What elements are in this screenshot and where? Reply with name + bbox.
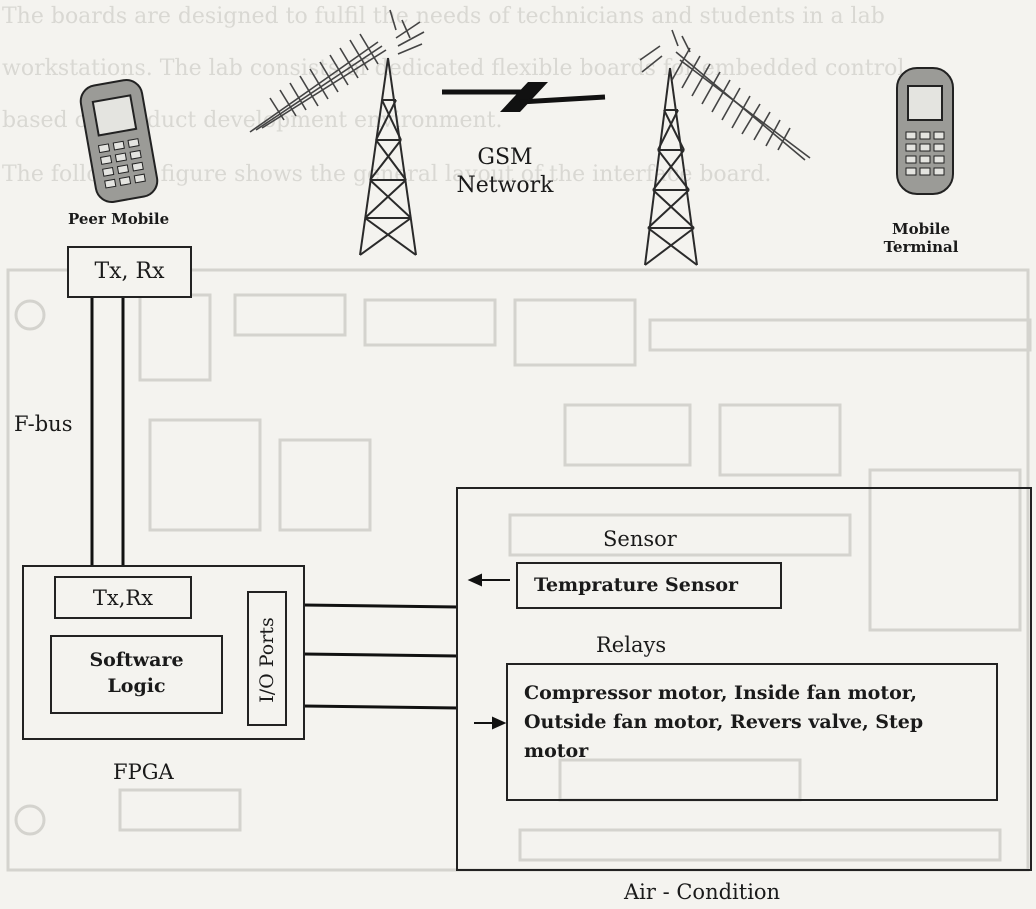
relays-box: Compressor motor, Inside fan motor, Outs… <box>506 663 998 801</box>
software-logic-label: Software Logic <box>52 647 221 699</box>
mobile-terminal-label-line-2: Terminal <box>883 238 959 256</box>
io-ports-box: I/O Ports <box>247 591 287 726</box>
temperature-sensor-box: Temprature Sensor <box>516 562 782 609</box>
ghost-text-line-1: The boards are designed to fulfil the ne… <box>2 4 885 29</box>
relays-title: Relays <box>596 633 667 657</box>
f-bus-lines <box>90 298 125 567</box>
io-connection-lines <box>302 603 459 710</box>
peer-txrx-box: Tx, Rx <box>67 246 192 298</box>
mobile-terminal-label: Mobile Terminal <box>882 220 960 256</box>
software-logic-box: Software Logic <box>50 635 223 714</box>
relays-line-3: motor <box>524 740 589 762</box>
left-tower-icon <box>359 57 417 256</box>
fpga-txrx-box: Tx,Rx <box>54 576 192 619</box>
software-label: Software <box>89 649 184 671</box>
right-tower-icon <box>644 67 698 266</box>
io-ports-label: I/O Ports <box>256 617 278 703</box>
sensor-title: Sensor <box>603 527 677 551</box>
mobile-terminal-label-line-1: Mobile <box>891 220 951 238</box>
peer-txrx-label: Tx, Rx <box>94 259 165 284</box>
fpga-txrx-label: Tx,Rx <box>92 586 154 610</box>
relays-text: Compressor motor, Inside fan motor, Outs… <box>524 679 923 766</box>
arrow-icon <box>467 573 510 730</box>
relays-line-1: Compressor motor, Inside fan motor, <box>524 682 918 704</box>
gsm-network-label: GSM Network <box>455 144 555 200</box>
network-label: Network <box>456 173 554 198</box>
peer-mobile-phone-icon <box>79 79 159 203</box>
lightning-link-icon <box>442 82 606 112</box>
peer-mobile-label: Peer Mobile <box>68 210 170 228</box>
air-condition-box: Sensor Temprature Sensor Relays Compress… <box>456 487 1032 871</box>
f-bus-label: F-bus <box>14 412 73 436</box>
temperature-sensor-label: Temprature Sensor <box>534 574 739 596</box>
mobile-terminal-phone-icon <box>896 67 954 195</box>
left-tower-signal <box>249 9 425 133</box>
fpga-box: Tx,Rx Software Logic I/O Ports <box>22 565 305 740</box>
ghost-text-line-2: workstations. The lab consists of dedica… <box>2 56 905 81</box>
logic-label: Logic <box>107 675 166 697</box>
fpga-label: FPGA <box>113 760 174 784</box>
right-tower-signal <box>639 29 811 161</box>
gsm-label: GSM <box>477 145 533 170</box>
air-condition-label: Air - Condition <box>624 880 781 904</box>
relays-line-2: Outside fan motor, Revers valve, Step <box>524 711 924 733</box>
